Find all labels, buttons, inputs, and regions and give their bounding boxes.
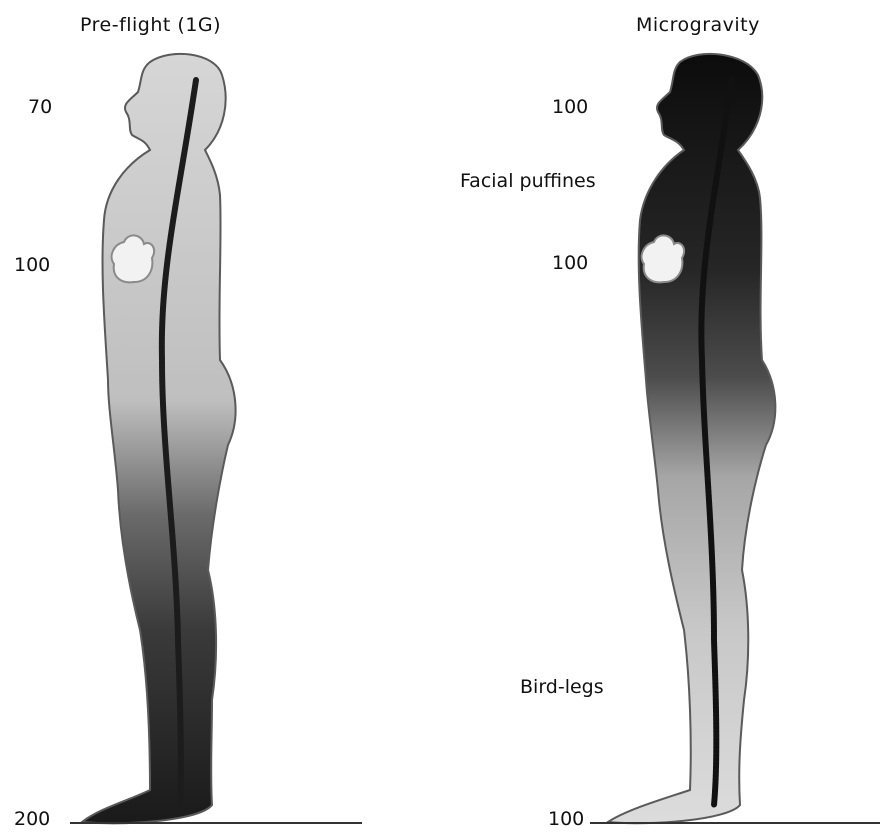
panel-title: Microgravity [636, 14, 760, 36]
body-silhouette [608, 54, 775, 823]
preflight-panel: Pre-flight (1G) 70 100 200 [0, 0, 440, 832]
feet-pressure: 100 [548, 808, 584, 830]
microgravity-panel: Microgravity 100 Facial puffines 100 Bir… [440, 0, 880, 832]
panel-title: Pre-flight (1G) [80, 14, 221, 36]
microgravity-body-figure [440, 0, 880, 832]
bird-legs-label: Bird-legs [520, 676, 604, 698]
head-pressure: 100 [552, 96, 588, 118]
heart-pressure: 100 [552, 252, 588, 274]
preflight-body-figure [0, 0, 440, 832]
head-pressure: 70 [28, 96, 52, 118]
heart-pressure: 100 [14, 254, 50, 276]
facial-puffiness-label: Facial puffines [460, 170, 596, 192]
body-silhouette [82, 54, 236, 823]
feet-pressure: 200 [14, 808, 50, 830]
